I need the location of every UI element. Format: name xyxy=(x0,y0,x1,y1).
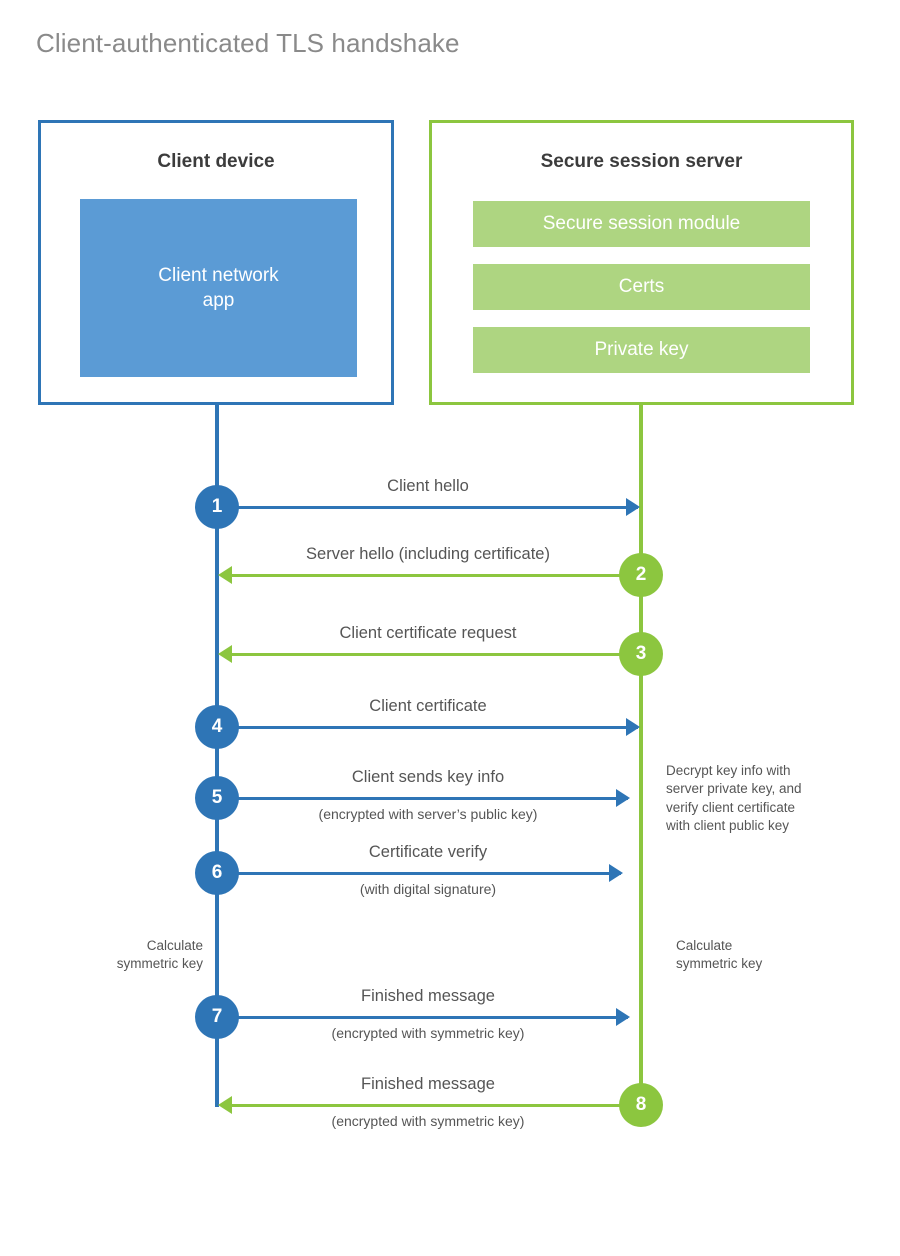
message-label-7: Finished message xyxy=(361,987,495,1005)
step-marker-6[interactable]: 6 xyxy=(195,851,239,895)
step-marker-8[interactable]: 8 xyxy=(619,1083,663,1127)
note-client-symkey-line-1: Calculate xyxy=(146,938,203,953)
step-marker-2[interactable]: 2 xyxy=(619,553,663,597)
secure-session-server-box: Secure session server Secure session mod… xyxy=(429,120,854,405)
message-label-8: Finished message xyxy=(361,1075,495,1093)
client-network-app-block: Client network app xyxy=(80,199,357,377)
message-line-4 xyxy=(217,726,638,729)
note-decrypt-line-4: with client public key xyxy=(666,818,790,834)
message-line-2 xyxy=(232,574,641,577)
note-server-calculate-symmetric-key: Calculate symmetric key xyxy=(676,937,856,974)
client-app-label-line2: app xyxy=(202,290,235,311)
message-label-1: Client hello xyxy=(387,477,469,495)
note-client-symkey-line-2: symmetric key xyxy=(116,956,203,972)
step-marker-3[interactable]: 3 xyxy=(619,632,663,676)
note-decrypt-line-3: verify client certificate xyxy=(666,799,796,815)
server-component-certs: Certs xyxy=(473,264,810,310)
note-decrypt-line-2: server private key, and xyxy=(666,781,802,797)
message-sublabel-8: (encrypted with symmetric key) xyxy=(331,1113,525,1129)
message-label-3: Client certificate request xyxy=(339,624,517,642)
arrow-head-right-1 xyxy=(626,498,640,516)
server-component-secure-session-module: Secure session module xyxy=(473,201,810,247)
step-marker-1[interactable]: 1 xyxy=(195,485,239,529)
note-decrypt-key-info: Decrypt key info with server private key… xyxy=(666,762,846,835)
arrow-head-left-2 xyxy=(218,566,232,584)
server-lifeline xyxy=(639,405,643,1107)
message-line-8 xyxy=(232,1104,641,1107)
secure-session-server-title: Secure session server xyxy=(540,151,743,172)
client-device-title: Client device xyxy=(157,151,275,172)
client-lifeline xyxy=(215,405,219,1107)
server-component-private-key: Private key xyxy=(473,327,810,373)
message-label-2: Server hello (including certificate) xyxy=(306,545,550,563)
note-decrypt-line-1: Decrypt key info with xyxy=(666,763,791,778)
note-server-symkey-line-1: Calculate xyxy=(676,938,733,953)
message-sublabel-5: (encrypted with server’s public key) xyxy=(318,806,538,822)
arrow-head-right-6 xyxy=(609,864,623,882)
step-marker-4[interactable]: 4 xyxy=(195,705,239,749)
message-line-6 xyxy=(217,872,621,875)
message-sublabel-6: (with digital signature) xyxy=(359,881,497,897)
client-app-label-line1: Client network xyxy=(158,264,279,286)
arrow-head-right-4 xyxy=(626,718,640,736)
message-label-4: Client certificate xyxy=(369,697,487,715)
message-line-7 xyxy=(217,1016,628,1019)
message-label-5: Client sends key info xyxy=(351,768,505,786)
message-line-1 xyxy=(217,506,638,509)
arrow-head-left-8 xyxy=(218,1096,232,1114)
note-client-calculate-symmetric-key: Calculate symmetric key xyxy=(40,937,203,974)
arrow-head-right-7 xyxy=(616,1008,630,1026)
note-server-symkey-line-2: symmetric key xyxy=(676,956,763,972)
arrow-head-right-5 xyxy=(616,789,630,807)
step-marker-7[interactable]: 7 xyxy=(195,995,239,1039)
message-line-3 xyxy=(232,653,641,656)
client-device-box: Client device Client network app xyxy=(38,120,394,405)
message-line-5 xyxy=(217,797,628,800)
message-label-6: Certificate verify xyxy=(368,843,488,861)
message-sublabel-7: (encrypted with symmetric key) xyxy=(331,1025,525,1041)
arrow-head-left-3 xyxy=(218,645,232,663)
page-title: Client-authenticated TLS handshake xyxy=(36,28,460,58)
step-marker-5[interactable]: 5 xyxy=(195,776,239,820)
